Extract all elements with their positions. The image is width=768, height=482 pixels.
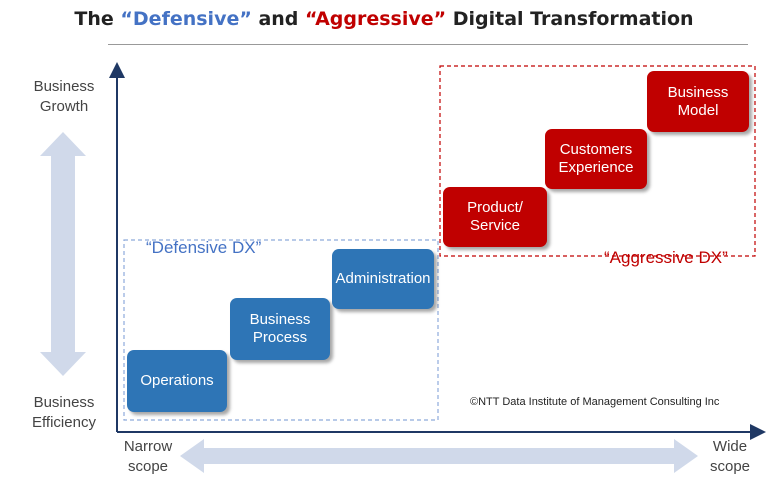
- title-prefix: The: [74, 8, 114, 30]
- step-product-service: Product/ Service: [443, 187, 547, 247]
- aggressive-dx-label: “Aggressive DX”: [604, 248, 728, 267]
- title-suffix: Digital Transformation: [452, 8, 694, 30]
- x-axis-right-label: Wide scope: [690, 437, 768, 477]
- y-axis-bottom-label: Business Efficiency: [24, 393, 104, 433]
- step-operations-line-1: Operations: [140, 372, 214, 389]
- x-axis-left-label: Narrow scope: [108, 437, 188, 477]
- vertical-double-arrow-icon: [40, 132, 86, 376]
- aggressive-dx-frame: [439, 65, 756, 257]
- copyright-notice: ©NTT Data Institute of Management Consul…: [470, 396, 720, 408]
- step-business-model-line-2: Model: [677, 101, 719, 119]
- step-administration-line-1: Administration: [335, 270, 431, 287]
- step-business-process: Business Process: [230, 298, 330, 360]
- step-product-service-line-2: Service: [469, 217, 521, 234]
- x-left-line-2: scope: [127, 458, 169, 475]
- step-business-process-line-1: Business: [249, 311, 311, 328]
- y-top-line-2: Growth: [39, 98, 89, 115]
- step-business-model: Business Model: [647, 71, 749, 132]
- title-aggressive: “Aggressive”: [305, 8, 447, 30]
- step-business-model-line-1: Business: [667, 83, 729, 101]
- step-administration: Administration: [332, 249, 434, 309]
- step-business-process-line-2: Process: [252, 329, 308, 346]
- title-divider: [108, 44, 748, 45]
- defensive-dx-label: “Defensive DX”: [146, 238, 262, 257]
- defensive-dx-frame: [123, 239, 439, 421]
- x-right-line-1: Wide: [712, 438, 748, 455]
- y-axis-top-label: Business Growth: [24, 77, 104, 117]
- step-product-service-line-1: Product/: [467, 199, 523, 216]
- step-customers-experience: Customers Experience: [545, 129, 647, 189]
- y-bottom-line-1: Business: [33, 394, 95, 411]
- step-customers-experience-line-2: Experience: [558, 159, 634, 176]
- title-defensive: “Defensive”: [120, 8, 252, 30]
- y-bottom-line-2: Efficiency: [32, 414, 96, 431]
- horizontal-double-arrow-icon: [180, 439, 698, 473]
- x-right-line-2: scope: [709, 458, 751, 475]
- y-top-line-1: Business: [33, 78, 95, 95]
- title-middle: and: [258, 8, 299, 30]
- page-title: The “Defensive” and “Aggressive” Digital…: [0, 8, 768, 30]
- step-customers-experience-line-1: Customers: [559, 141, 633, 158]
- step-operations: Operations: [127, 350, 227, 412]
- x-left-line-1: Narrow: [123, 438, 173, 455]
